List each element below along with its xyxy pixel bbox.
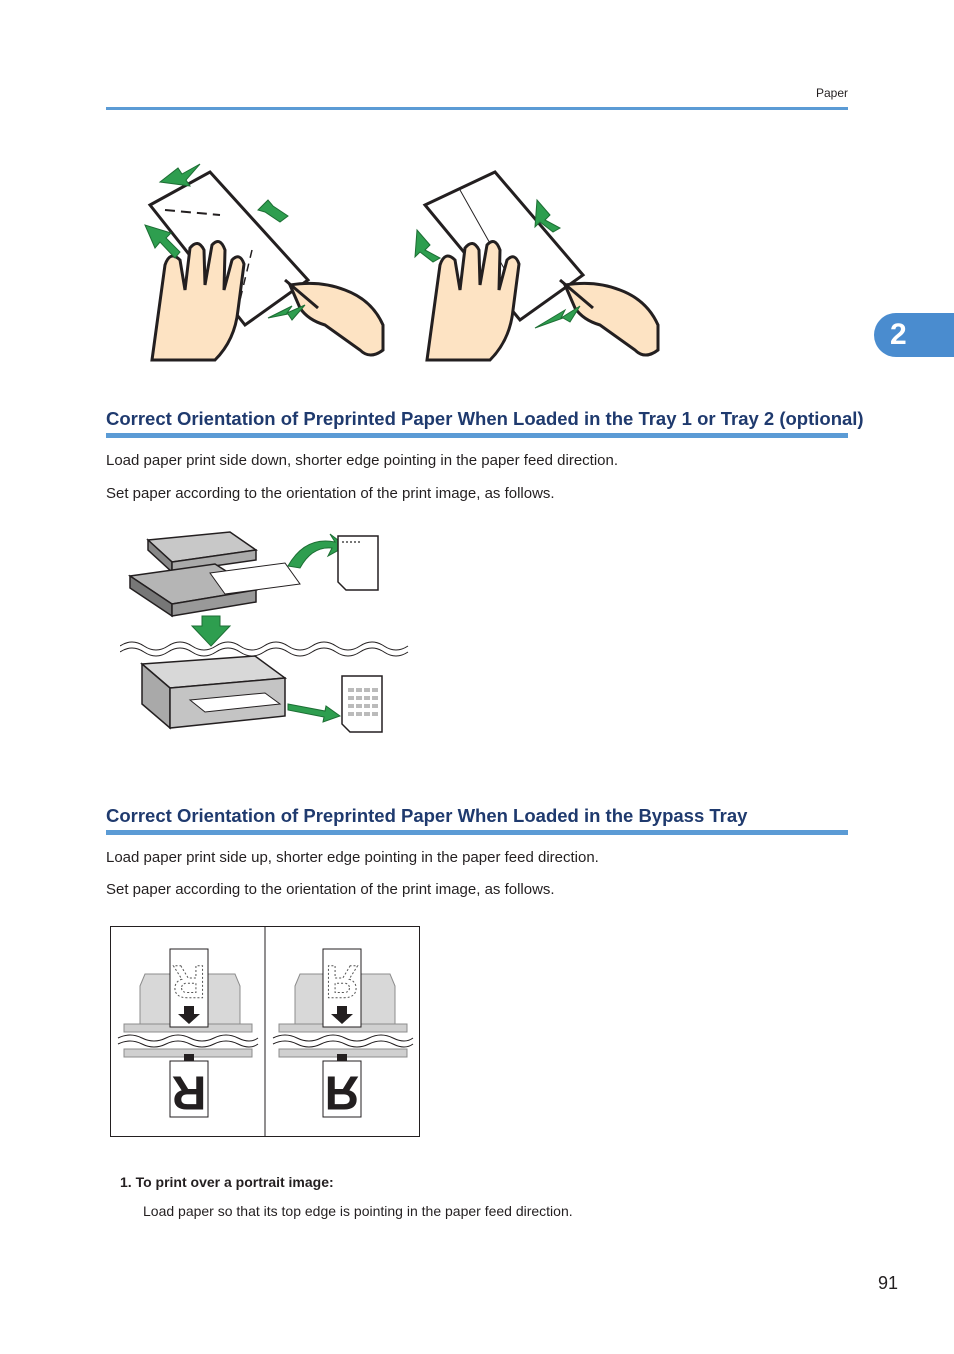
fanning-left xyxy=(144,163,385,362)
tray-loading-illustration xyxy=(120,531,409,733)
bypass-panel-right: R R xyxy=(272,948,414,1118)
section2-paragraph-2: Set paper according to the orientation o… xyxy=(106,881,555,898)
chapter-tab: 2 xyxy=(874,313,954,357)
bypass-right-glyph-outline: R xyxy=(325,956,358,1008)
list-item-1-label: 1. To print over a portrait image: xyxy=(120,1174,334,1190)
bypass-left-glyph-outline: R xyxy=(172,956,205,1008)
fanning-right xyxy=(414,170,660,362)
page-number: 91 xyxy=(877,1273,898,1293)
section2-paragraph-1: Load paper print side up, shorter edge p… xyxy=(106,849,599,866)
running-head: Paper xyxy=(815,86,848,100)
header-rule xyxy=(106,107,848,110)
bypass-panel-left: R R xyxy=(117,948,259,1118)
section1-paragraph-2: Set paper according to the orientation o… xyxy=(106,485,555,502)
bypass-tray-diagram: R R R R xyxy=(110,926,420,1137)
printer xyxy=(140,655,288,730)
bypass-right-glyph: R xyxy=(325,1065,360,1118)
paper-fanning-illustration xyxy=(144,163,660,362)
paper-tray xyxy=(127,531,301,618)
section1-paragraph-1: Load paper print side down, shorter edge… xyxy=(106,452,619,469)
sheet-blank xyxy=(337,535,379,591)
sheet-printed xyxy=(341,675,383,733)
section2-heading: Correct Orientation of Preprinted Paper … xyxy=(106,805,848,835)
section1-heading: Correct Orientation of Preprinted Paper … xyxy=(106,408,864,438)
chapter-number: 2 xyxy=(890,318,907,351)
list-item-1-body: Load paper so that its top edge is point… xyxy=(143,1203,573,1219)
bypass-left-glyph: R xyxy=(172,1065,207,1118)
